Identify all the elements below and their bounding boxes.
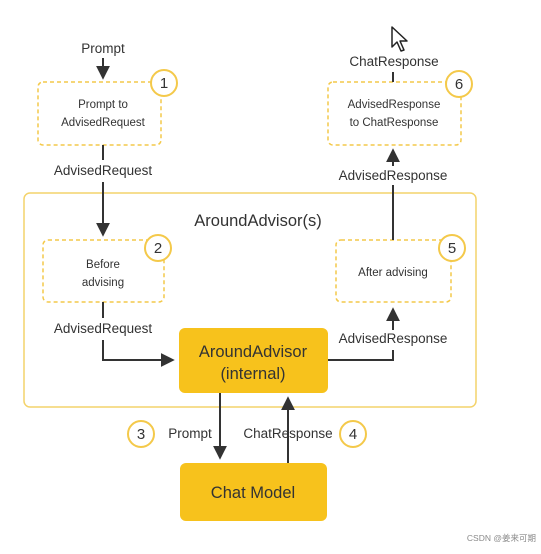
step-6-line1: AdvisedResponse	[348, 99, 441, 111]
step-6-box	[327, 81, 462, 146]
step-6-line2: to ChatResponse	[350, 117, 439, 129]
step-1-badge	[150, 69, 178, 97]
step-6-badge	[445, 70, 473, 98]
watermark: CSDN @姜来可期	[467, 533, 536, 543]
step-1-line2: AdvisedRequest	[61, 117, 146, 129]
step-5-badge	[438, 234, 466, 262]
around-advisor-line2: (internal)	[220, 365, 285, 383]
chat-model-label: Chat Model	[211, 484, 295, 502]
step-3-badge	[127, 420, 155, 448]
step-1-line1: Prompt to	[78, 99, 128, 111]
advised-response-right-label: AdvisedResponse	[339, 331, 448, 346]
step-5-number: 5	[448, 240, 456, 257]
around-advisor-line1: AroundAdvisor	[199, 343, 308, 361]
cursor-arrow-icon	[391, 26, 408, 52]
around-advisors-frame	[23, 192, 477, 408]
step-1-box	[37, 81, 162, 146]
chat-response-top-label: ChatResponse	[349, 54, 438, 69]
advised-request-label-1: AdvisedRequest	[54, 163, 153, 178]
step-1-number: 1	[160, 75, 168, 92]
step-4-number: 4	[349, 426, 357, 443]
around-advisor-internal-box	[179, 328, 328, 393]
advised-request-to-around-advisor-arrow	[102, 340, 175, 367]
advised-request-label-2: AdvisedRequest	[54, 321, 153, 336]
around-advisors-title: AroundAdvisor(s)	[194, 212, 321, 230]
step-6-number: 6	[455, 76, 463, 93]
prompt-top-label: Prompt	[81, 41, 125, 56]
advised-response-top-label: AdvisedResponse	[339, 168, 448, 183]
step-3-number: 3	[137, 426, 145, 443]
step-2-line1: Before	[86, 259, 120, 271]
step-2-number: 2	[154, 240, 162, 257]
step-2-line2: advising	[82, 277, 124, 289]
prompt-bottom-label: Prompt	[168, 426, 212, 441]
step-2-badge	[144, 234, 172, 262]
step-5-line1: After advising	[358, 267, 428, 279]
chat-model-box	[180, 463, 327, 521]
step-4-badge	[339, 420, 367, 448]
chat-response-bottom-label: ChatResponse	[243, 426, 332, 441]
around-advisor-to-step5-path	[328, 350, 394, 361]
